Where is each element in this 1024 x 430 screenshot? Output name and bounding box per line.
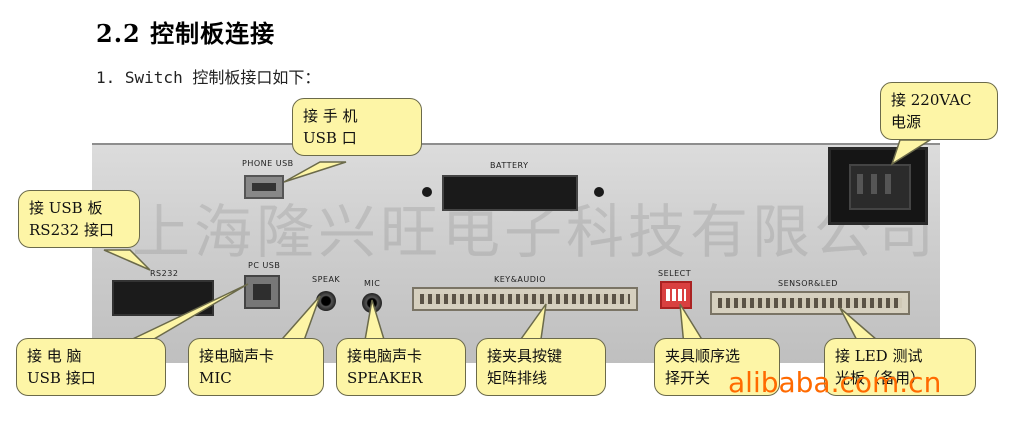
callout-mic: 接电脑声卡 MIC [188,338,324,396]
label-select: SELECT [658,269,692,278]
label-battery: BATTERY [490,161,529,170]
screw-hole-right [594,187,604,197]
power-socket [828,147,928,225]
label-rs232: RS232 [150,269,179,278]
screw-hole-left [422,187,432,197]
label-phone-usb: PHONE USB [242,159,294,168]
select-switch [660,281,692,309]
label-pc-usb: PC USB [248,261,281,270]
leader-usb-board [103,249,151,271]
label-mic: MIC [364,279,381,288]
callout-speaker: 接电脑声卡 SPEAKER [336,338,466,396]
sensor-led-connector [710,291,910,315]
phone-usb-port [244,175,284,199]
label-key-audio: KEY&AUDIO [494,275,547,284]
label-sensor-led: SENSOR&LED [778,279,838,288]
control-board-photo: 上海隆兴旺电子科技有限公司 PHONE USB BATTERY RS232 PC… [92,143,940,363]
callout-select: 夹具顺序选 择开关 [654,338,780,396]
callout-usb-board: 接 USB 板 RS232 接口 [18,190,140,248]
pc-usb-port [244,275,280,309]
interface-intro: 1. Switch 控制板接口如下： [96,68,321,87]
key-audio-connector [412,287,638,311]
label-speak: SPEAK [312,275,341,284]
callout-fixture: 接夹具按键 矩阵排线 [476,338,606,396]
speak-jack [316,291,336,311]
battery-slot [442,175,578,211]
callout-power: 接 220VAC 电源 [880,82,998,140]
callout-led: 接 LED 测试 光板（备用） [824,338,976,396]
leader-phone-usb [283,161,347,183]
leader-pc-usb [117,283,249,347]
callout-pc-usb: 接 电 脑 USB 接口 [16,338,166,396]
section-heading: 2.2 控制板连接 [96,19,276,48]
alibaba-watermark: alibaba.com.cn [728,366,942,399]
callout-phone-usb: 接 手 机 USB 口 [292,98,422,156]
leader-power [890,139,933,166]
